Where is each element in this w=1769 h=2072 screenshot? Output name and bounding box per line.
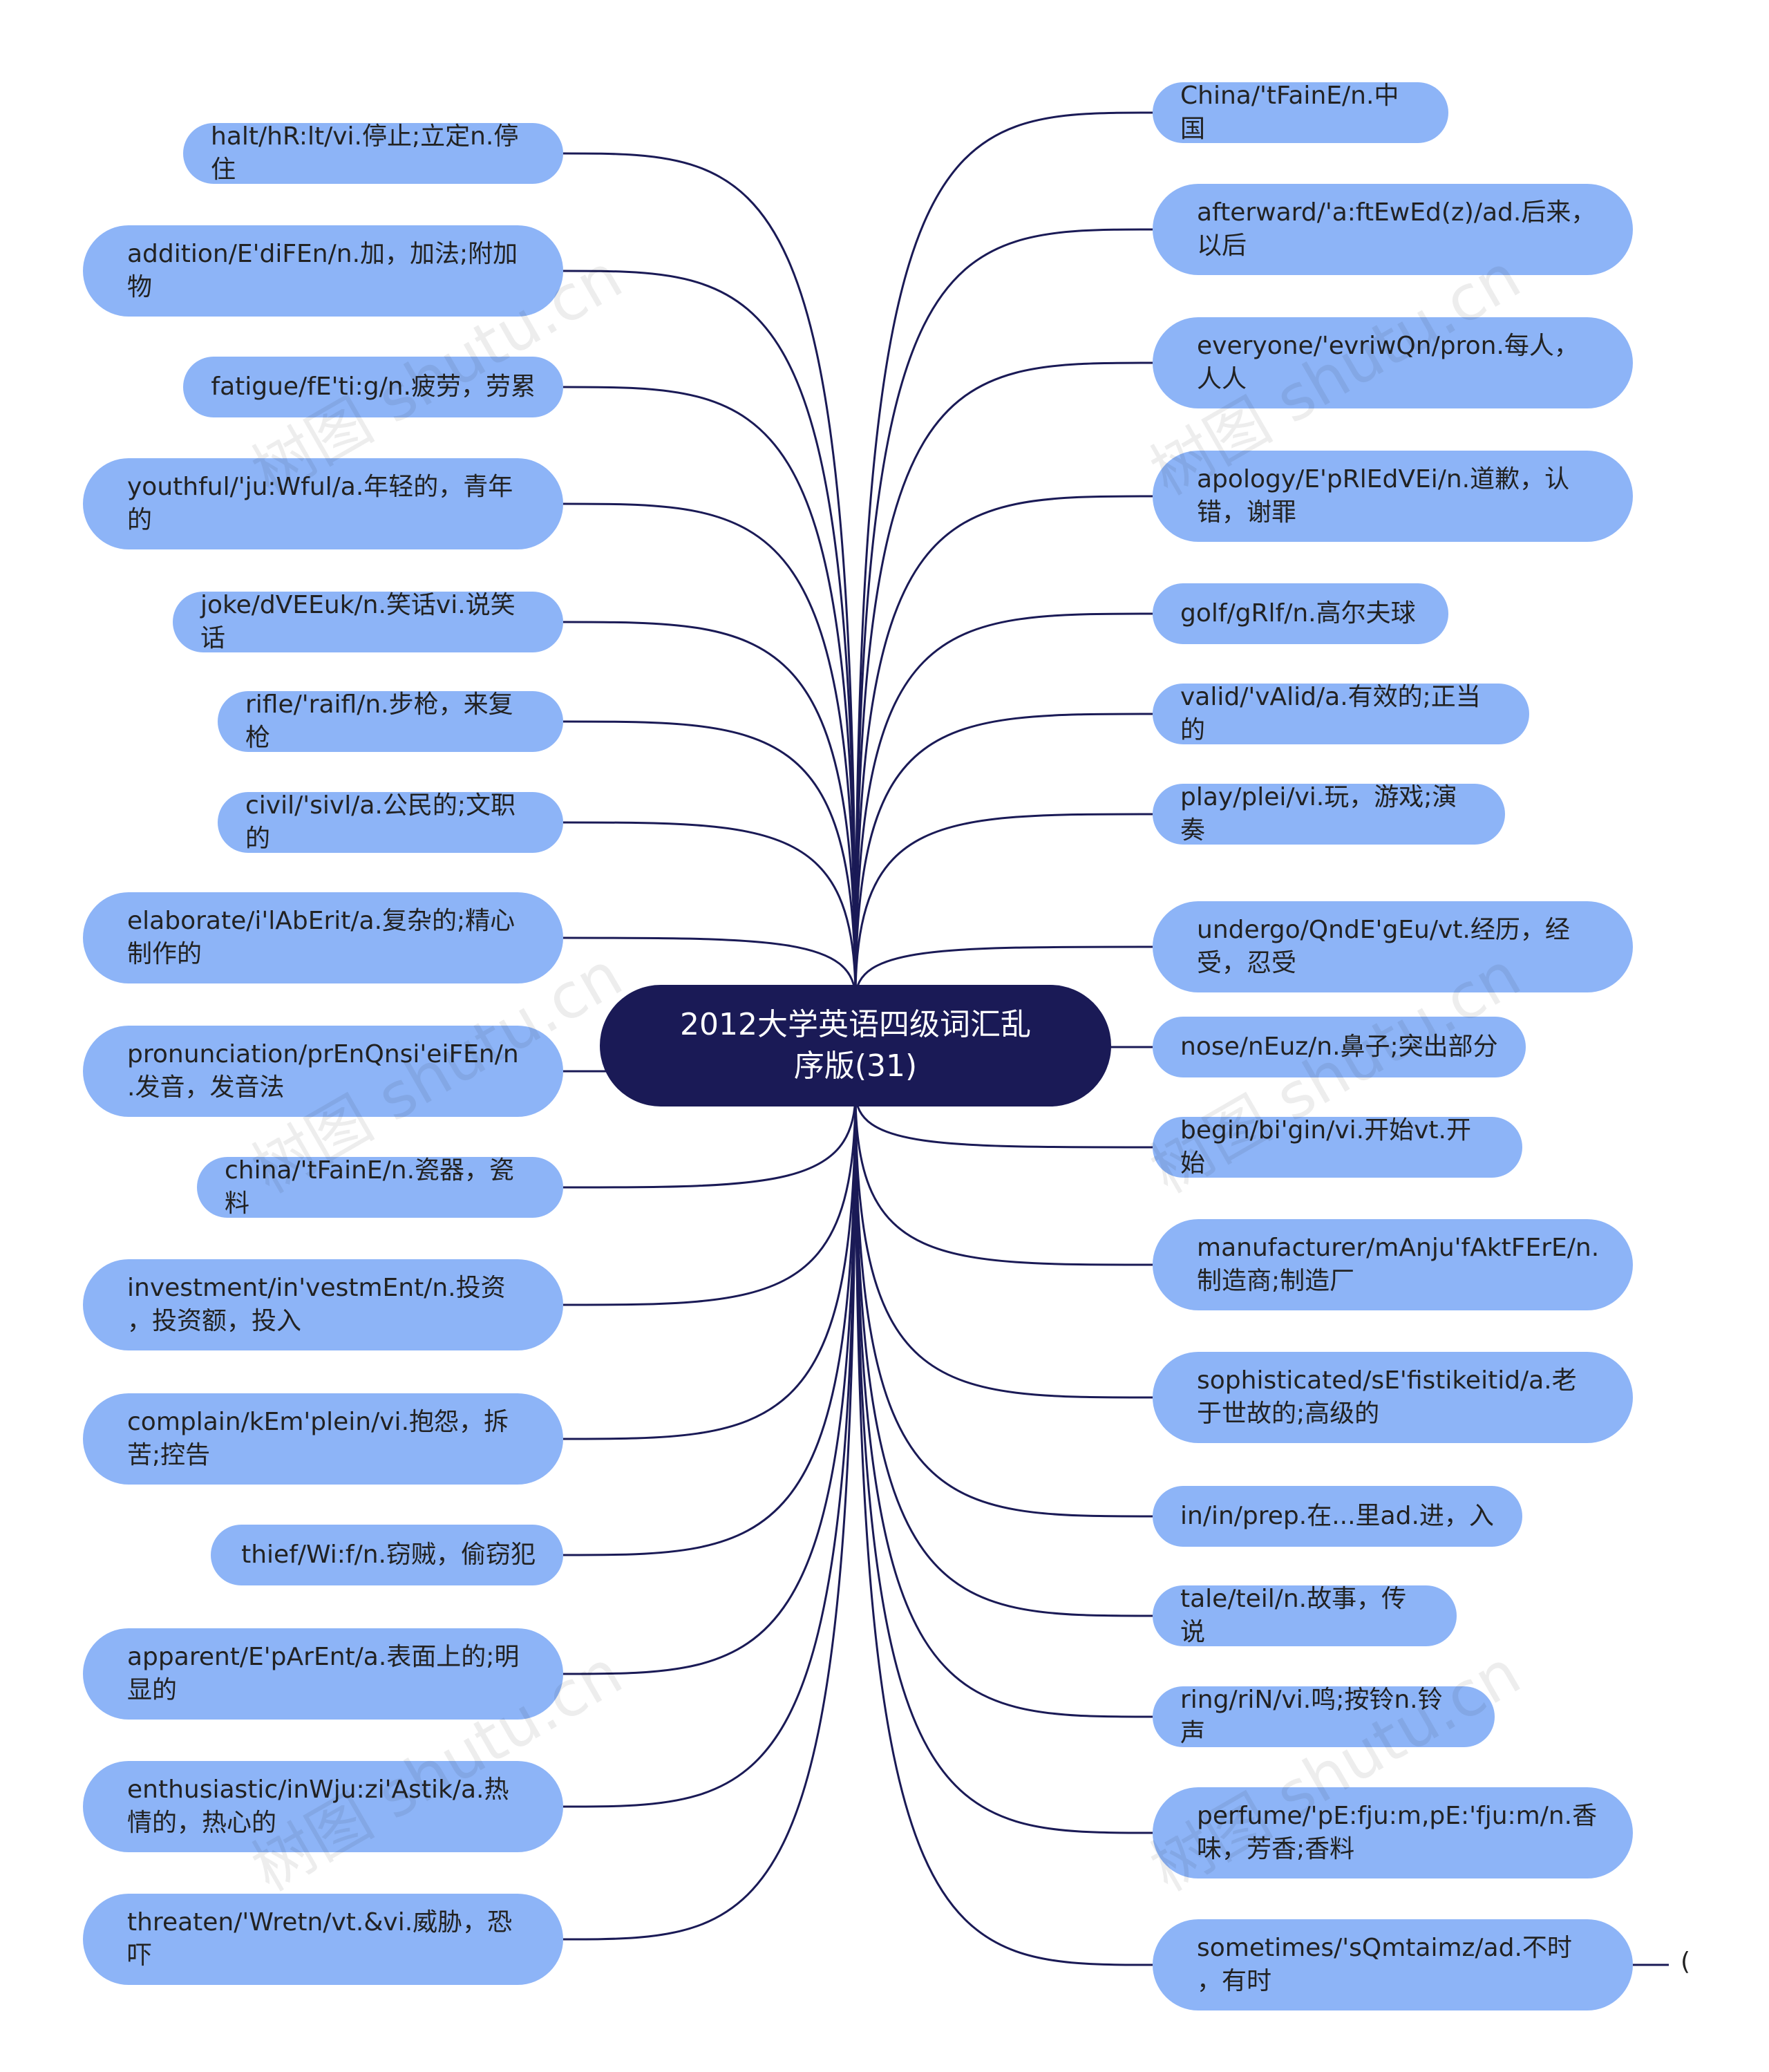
right-node[interactable]: sometimes/'sQmtaimz/ad.不时 ，有时 — [1153, 1919, 1633, 2010]
left-node[interactable]: rifle/'raifl/n.步枪，来复枪 — [218, 690, 563, 752]
left-node[interactable]: investment/in'vestmEnt/n.投资 ，投资额，投入 — [83, 1259, 563, 1350]
connector-line — [854, 1092, 1153, 1617]
connector-line — [854, 228, 1153, 999]
connector-line — [854, 495, 1153, 999]
right-node[interactable]: nose/nEuz/n.鼻子;突出部分 — [1153, 1017, 1526, 1077]
right-node[interactable]: perfume/'pE:fju:m,pE:'fju:m/n.香 味，芳香;香料 — [1153, 1787, 1633, 1878]
right-node[interactable]: afterward/'a:ftEwEd(z)/ad.后来， 以后 — [1153, 184, 1633, 275]
right-node[interactable]: play/plei/vi.玩，游戏;演奏 — [1153, 783, 1505, 845]
right-node[interactable]: apology/E'pRlEdVEi/n.道歉，认 错，谢罪 — [1153, 451, 1633, 542]
connector-line — [854, 813, 1153, 999]
connector-line — [562, 1092, 857, 1306]
right-node[interactable]: valid/'vAlid/a.有效的;正当的 — [1153, 683, 1529, 744]
connector-line — [854, 713, 1153, 999]
connector-line — [562, 821, 857, 999]
connector-line — [854, 1092, 1153, 1966]
left-node[interactable]: halt/hR:lt/vi.停止;立定n.停住 — [183, 122, 563, 184]
left-node[interactable]: addition/E'diFEn/n.加，加法;附加 物 — [83, 225, 563, 317]
left-node[interactable]: youthful/'ju:Wful/a.年轻的，青年 的 — [83, 458, 563, 549]
right-node[interactable]: in/in/prep.在...里ad.进，入 — [1153, 1486, 1522, 1547]
right-node[interactable]: everyone/'evriwQn/pron.每人， 人人 — [1153, 317, 1633, 408]
connector-line — [562, 270, 857, 999]
left-node[interactable]: fatigue/fE'ti:g/n.疲劳，劳累 — [183, 357, 563, 417]
connector-line — [854, 1092, 1153, 1266]
right-node[interactable]: manufacturer/mAnju'fAktFErE/n. 制造商;制造厂 — [1153, 1219, 1633, 1310]
connector-line — [562, 1092, 857, 1440]
right-node[interactable]: undergo/QndE'gEu/vt.经历，经 受，忍受 — [1153, 901, 1633, 992]
connector-line — [562, 1092, 857, 1675]
connector-line — [854, 1092, 1153, 1834]
connector-line — [562, 502, 857, 999]
root-topic[interactable]: 2012大学英语四级词汇乱 序版(31) — [600, 985, 1111, 1106]
left-node[interactable]: civil/'sivl/a.公民的;文职的 — [218, 791, 563, 853]
left-node[interactable]: elaborate/i'lAbErit/a.复杂的;精心 制作的 — [83, 892, 563, 983]
connector-line — [562, 1092, 857, 1808]
right-node[interactable]: China/'tFainE/n.中国 — [1153, 82, 1448, 143]
connector-line — [562, 152, 857, 999]
right-node[interactable]: sophisticated/sE'fistikeitid/a.老 于世故的;高级… — [1153, 1352, 1633, 1443]
connector-line — [854, 111, 1153, 999]
connector-line — [854, 361, 1153, 999]
connector-line — [854, 1092, 1153, 1518]
right-node[interactable]: golf/gRlf/n.高尔夫球 — [1153, 583, 1448, 644]
connector-line — [562, 621, 857, 999]
left-node[interactable]: enthusiastic/inWju:zi'Astik/a.热 情的，热心的 — [83, 1761, 563, 1852]
connector-line — [854, 945, 1153, 999]
left-node[interactable]: china/'tFainE/n.瓷器，瓷料 — [197, 1156, 563, 1218]
connector-line — [562, 1092, 857, 1941]
connector-line — [854, 612, 1153, 999]
left-node[interactable]: thief/Wi:f/n.窃贼，偷窃犯 — [211, 1525, 563, 1585]
right-node[interactable]: begin/bi'gin/vi.开始vt.开始 — [1153, 1116, 1522, 1178]
connector-line — [562, 386, 857, 999]
connector-line — [562, 1092, 857, 1189]
left-node[interactable]: threaten/'Wretn/vt.&vi.威胁，恐 吓 — [83, 1894, 563, 1985]
right-node[interactable]: tale/teil/n.故事，传说 — [1153, 1585, 1457, 1646]
left-node[interactable]: apparent/E'pArEnt/a.表面上的;明 显的 — [83, 1628, 563, 1720]
connector-line — [854, 1092, 1153, 1718]
tail-fragment: ( — [1681, 1948, 1691, 1976]
right-node[interactable]: ring/riN/vi.鸣;按铃n.铃声 — [1153, 1686, 1495, 1747]
left-node[interactable]: joke/dVEEuk/n.笑话vi.说笑话 — [173, 591, 563, 652]
connector-line — [854, 1092, 1153, 1399]
connector-line — [562, 936, 857, 999]
connector-line — [562, 1092, 857, 1556]
connector-line — [562, 720, 857, 999]
connector-line — [854, 1092, 1153, 1149]
left-node[interactable]: pronunciation/prEnQnsi'eiFEn/n .发音，发音法 — [83, 1026, 563, 1117]
left-node[interactable]: complain/kEm'plein/vi.抱怨，拆 苦;控告 — [83, 1393, 563, 1485]
